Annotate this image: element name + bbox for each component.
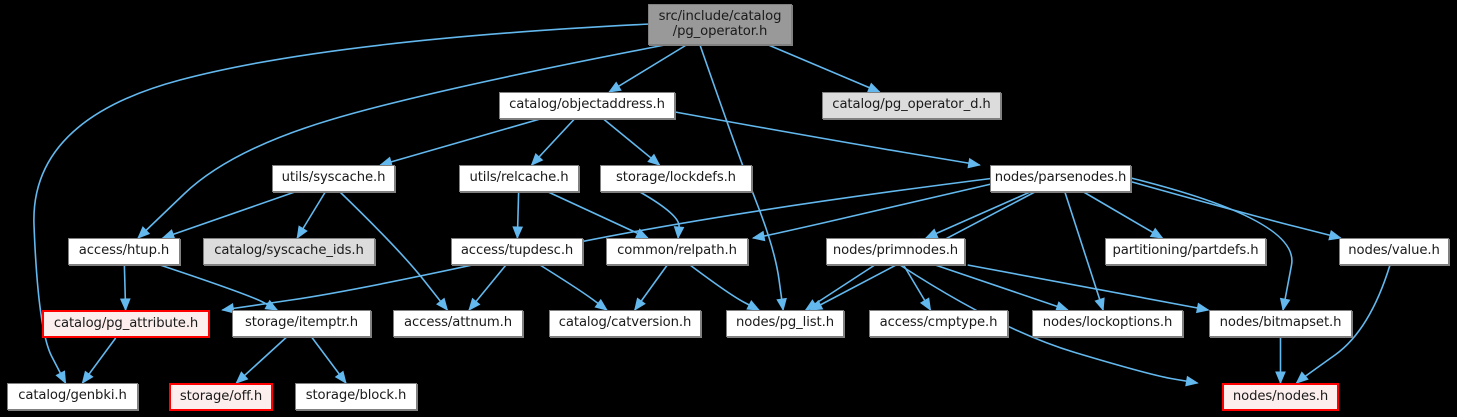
graph-edge-parsenodes-to-primnodes bbox=[924, 191, 1031, 239]
graph-edge-bitmapset-to-nodes bbox=[1275, 337, 1286, 385]
graph-node-tupdesc[interactable]: access/tupdesc.h bbox=[451, 238, 583, 265]
graph-node-value[interactable]: nodes/value.h bbox=[1339, 238, 1449, 265]
graph-edge-tupdesc-to-catversion bbox=[539, 264, 608, 311]
graph-node-bitmapset[interactable]: nodes/bitmapset.h bbox=[1209, 310, 1352, 337]
graph-node-itemptr[interactable]: storage/itemptr.h bbox=[232, 310, 371, 337]
graph-edge-itemptr-to-block bbox=[310, 336, 347, 385]
graph-node-partdefs[interactable]: partitioning/partdefs.h bbox=[1105, 238, 1266, 265]
graph-node-pglist[interactable]: nodes/pg_list.h bbox=[726, 310, 844, 337]
graph-node-attnum[interactable]: access/attnum.h bbox=[393, 310, 523, 337]
graph-node-pgoperatord[interactable]: catalog/pg_operator_d.h bbox=[822, 92, 1001, 119]
graph-node-pgattribute[interactable]: catalog/pg_attribute.h bbox=[42, 310, 210, 338]
graph-edge-root-to-genbki bbox=[33, 23, 651, 385]
graph-edge-primnodes-to-cmptype bbox=[902, 264, 932, 312]
graph-node-syscacheids[interactable]: catalog/syscache_ids.h bbox=[203, 238, 375, 265]
graph-edge-objectaddress-to-lockdefs bbox=[602, 118, 661, 166]
graph-edge-pgattribute-to-genbki bbox=[81, 337, 117, 385]
graph-node-parsenodes[interactable]: nodes/parsenodes.h bbox=[990, 165, 1131, 192]
edges-group bbox=[33, 23, 1391, 387]
graph-node-lockoptions[interactable]: nodes/lockoptions.h bbox=[1032, 310, 1183, 337]
graph-node-catversion[interactable]: catalog/catversion.h bbox=[549, 310, 701, 337]
graph-edge-relcache-to-relpath bbox=[547, 191, 649, 239]
graph-edge-htup-to-itemptr bbox=[159, 264, 279, 311]
graph-edge-primnodes-to-bitmapset bbox=[967, 264, 1210, 314]
graph-node-objectaddress[interactable]: catalog/objectaddress.h bbox=[499, 92, 675, 119]
graph-node-primnodes[interactable]: nodes/primnodes.h bbox=[826, 238, 965, 265]
graph-node-genbki[interactable]: catalog/genbki.h bbox=[7, 383, 138, 410]
graph-node-lockdefs[interactable]: storage/lockdefs.h bbox=[600, 165, 752, 192]
graph-edge-root-to-objectaddress bbox=[608, 44, 687, 93]
graph-edge-root-to-htup bbox=[137, 43, 671, 239]
graph-edge-parsenodes-to-value bbox=[1124, 179, 1342, 241]
graph-edge-objectaddress-to-parsenodes bbox=[674, 111, 981, 169]
graph-edge-parsenodes-to-relpath bbox=[751, 181, 1001, 242]
graph-edge-parsenodes-to-bitmapset bbox=[1130, 177, 1293, 312]
graph-edge-root-to-pgoperatord bbox=[768, 44, 881, 93]
graph-node-cmptype[interactable]: access/cmptype.h bbox=[869, 310, 1008, 337]
graph-node-root[interactable]: src/include/catalog /pg_operator.h bbox=[648, 4, 792, 45]
graph-edge-relcache-to-tupdesc bbox=[512, 191, 524, 240]
graph-edge-relpath-to-pglist bbox=[689, 264, 761, 311]
graph-edge-htup-to-pgattribute bbox=[119, 264, 131, 312]
graph-edge-parsenodes-to-lockoptions bbox=[1064, 191, 1105, 312]
graph-node-relpath[interactable]: common/relpath.h bbox=[606, 238, 748, 265]
graph-edge-syscache-to-syscacheids bbox=[296, 191, 326, 240]
graph-edge-itemptr-to-off bbox=[235, 336, 288, 384]
graph-node-syscache[interactable]: utils/syscache.h bbox=[272, 165, 395, 192]
graph-edge-objectaddress-to-syscache bbox=[379, 118, 541, 167]
graph-node-htup[interactable]: access/htup.h bbox=[68, 238, 180, 265]
graph-edge-value-to-nodes bbox=[1295, 264, 1391, 384]
graph-edge-syscache-to-htup bbox=[161, 191, 296, 240]
graph-node-relcache[interactable]: utils/relcache.h bbox=[459, 165, 579, 192]
graph-edge-primnodes-to-pglist bbox=[804, 264, 876, 311]
graph-edge-objectaddress-to-relcache bbox=[530, 118, 576, 166]
graph-edge-relpath-to-catversion bbox=[633, 264, 668, 312]
graph-node-block[interactable]: storage/block.h bbox=[295, 383, 417, 410]
graph-edge-lockdefs-to-relpath bbox=[639, 191, 685, 240]
graph-edge-primnodes-to-nodes bbox=[899, 264, 1199, 387]
graph-edge-tupdesc-to-attnum bbox=[468, 264, 507, 312]
graph-node-off[interactable]: storage/off.h bbox=[169, 383, 273, 411]
graph-edge-syscache-to-attnum bbox=[339, 191, 449, 312]
graph-edge-parsenodes-to-partdefs bbox=[1083, 191, 1164, 239]
graph-edge-root-to-pglist bbox=[699, 44, 787, 312]
graph-node-nodes[interactable]: nodes/nodes.h bbox=[1222, 383, 1339, 411]
